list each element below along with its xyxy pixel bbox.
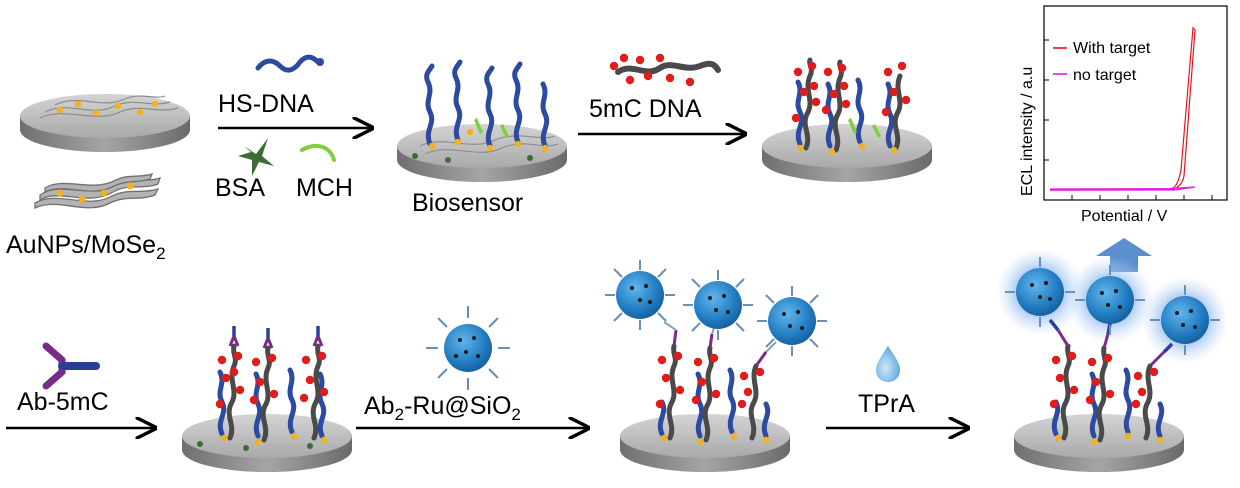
mch-label: MCH <box>296 174 353 202</box>
labeled-electrode <box>605 260 827 472</box>
hs-dna-strand-icon <box>255 54 321 73</box>
bsa-icon <box>238 138 274 176</box>
inset-y-axis-label: ECL intensity / a.u <box>1019 67 1036 196</box>
ecl-emitting-electrode <box>996 248 1229 472</box>
tpra-label: TPrA <box>858 390 915 418</box>
inset-ticks <box>1044 39 1213 200</box>
ru-sio2-nanoparticle-icon <box>426 306 510 390</box>
gold-nanoparticles <box>56 100 159 117</box>
hs-dna-probes <box>424 59 550 149</box>
legend-no-target-label: no target <box>1073 67 1137 84</box>
antibody-bound-electrode <box>182 326 352 472</box>
step-ab2-ru-sio2: Ab2-Ru@SiO2 <box>356 306 588 428</box>
ab-5mc-label: Ab-5mC <box>17 388 109 416</box>
inset-x-axis-label: Potential / V <box>1081 208 1168 225</box>
bsa-label: BSA <box>215 174 265 202</box>
substrate-label: AuNPs/MoSe2 <box>6 231 166 263</box>
inset-plot-frame <box>1043 5 1228 201</box>
step-5mc-dna: 5mC DNA <box>578 53 745 134</box>
tpra-droplet-icon <box>876 346 900 382</box>
hybridized-electrode <box>762 57 932 182</box>
5mc-dna-strand-icon <box>615 60 721 75</box>
ecl-inset-chart: With target no target Potential / V ECL … <box>1019 5 1228 225</box>
5mc-dna-label: 5mC DNA <box>589 95 702 123</box>
legend-with-target-label: With target <box>1073 40 1151 57</box>
step-hsdna: HS-DNA BSA MCH <box>215 54 372 202</box>
biosensor-label: Biosensor <box>412 189 523 217</box>
emitting-nanoparticles <box>1005 257 1220 355</box>
biosensor-electrode <box>397 59 567 182</box>
ru-sio2-nanoparticles <box>605 260 827 356</box>
ab2-ru-sio2-label: Ab2-Ru@SiO2 <box>364 392 521 424</box>
mch-icon <box>300 143 336 162</box>
aunps-mose2-material <box>34 172 162 210</box>
hs-dna-label: HS-DNA <box>218 90 314 118</box>
no-target-curve <box>1049 186 1196 191</box>
substrate-electrode <box>20 94 190 152</box>
step-tpra: TPrA <box>826 346 968 428</box>
ab-5mc-antibody <box>42 342 100 390</box>
